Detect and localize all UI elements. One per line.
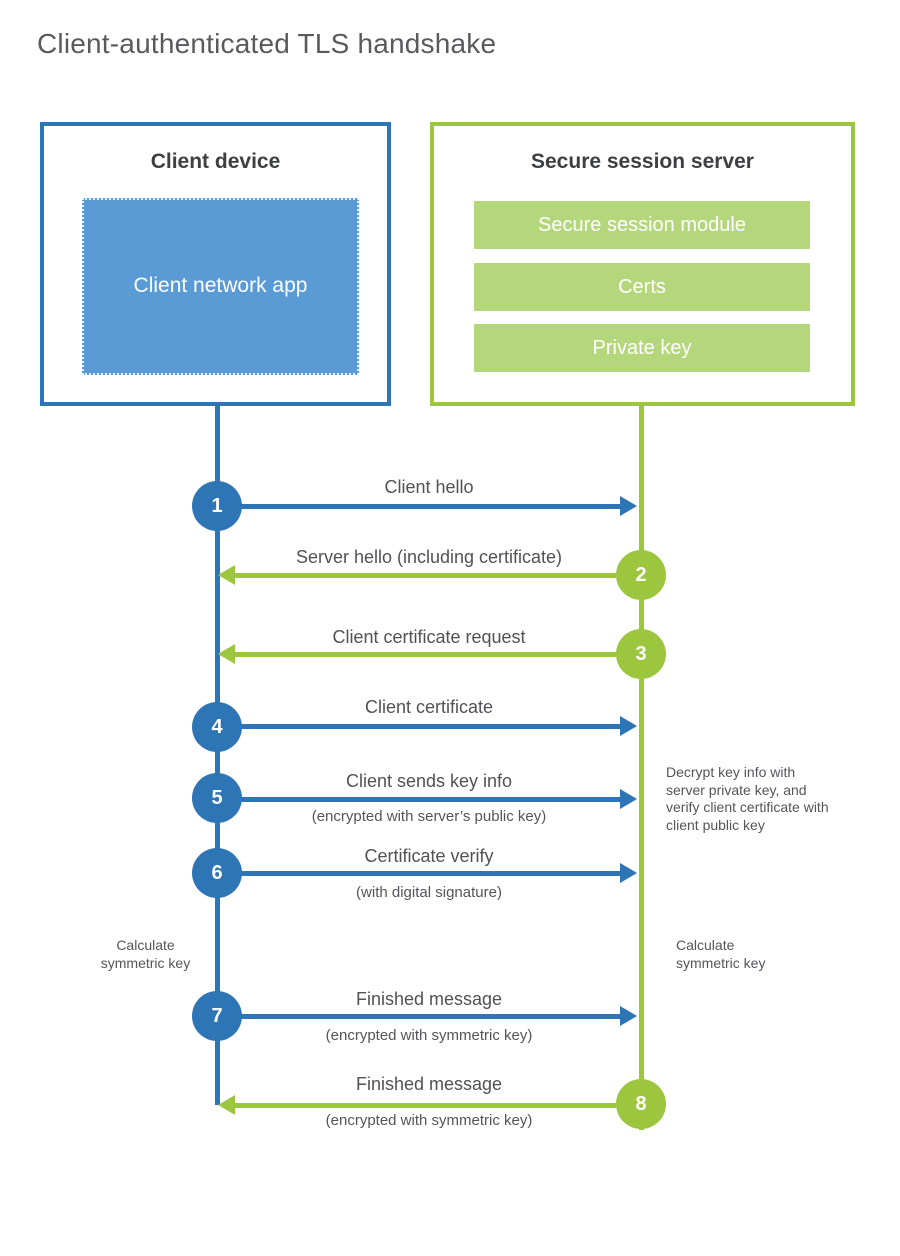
step-6-badge: 6 — [192, 848, 242, 898]
step-8-badge: 8 — [616, 1079, 666, 1129]
arrowhead-right-icon — [620, 496, 637, 516]
step-6-arrow-right-icon — [240, 863, 637, 883]
step-5-arrow-right-icon — [240, 789, 637, 809]
step-6-label: Certificate verify — [364, 846, 494, 866]
client-calculate-symmetric-key-note: Calculate symmetric key — [100, 937, 191, 972]
arrowhead-left-icon — [218, 1095, 235, 1115]
step-7-sublabel: (encrypted with symmetric key) — [325, 1027, 533, 1044]
arrowhead-left-icon — [218, 565, 235, 585]
server-module-certs: Certs — [474, 263, 810, 311]
step-2-label: Server hello (including certificate) — [295, 547, 563, 567]
step-1-label: Client hello — [384, 477, 474, 497]
server-decrypt-note: Decrypt key info with server private key… — [666, 764, 829, 833]
step-7-label: Finished message — [355, 989, 503, 1009]
step-7-arrow-right-icon — [240, 1006, 637, 1026]
step-5-sublabel: (encrypted with server’s public key) — [311, 808, 547, 825]
step-5-label: Client sends key info — [345, 771, 513, 791]
arrowhead-right-icon — [620, 863, 637, 883]
client-device-box: Client device Client network app — [40, 122, 391, 406]
step-8-arrow-left-icon — [218, 1095, 616, 1115]
server-module-private-key: Private key — [474, 324, 810, 372]
client-network-app-label: Client network app — [133, 274, 308, 298]
step-4-badge: 4 — [192, 702, 242, 752]
server-calculate-symmetric-key-note: Calculate symmetric key — [676, 937, 766, 972]
step-1-badge: 1 — [192, 481, 242, 531]
step-4-label: Client certificate — [364, 697, 494, 717]
arrowhead-left-icon — [218, 644, 235, 664]
arrowhead-right-icon — [620, 1006, 637, 1026]
step-2-badge: 2 — [616, 550, 666, 600]
step-3-arrow-left-icon — [218, 644, 616, 664]
step-1-arrow-right-icon — [240, 496, 637, 516]
arrowhead-right-icon — [620, 716, 637, 736]
step-3-badge: 3 — [616, 629, 666, 679]
server-lifeline — [639, 404, 644, 1130]
client-device-title: Client device — [150, 150, 281, 173]
secure-session-server-box: Secure session server Secure session mod… — [430, 122, 855, 406]
step-7-badge: 7 — [192, 991, 242, 1041]
step-3-label: Client certificate request — [332, 627, 526, 647]
server-title: Secure session server — [531, 150, 754, 173]
arrowhead-right-icon — [620, 789, 637, 809]
server-module-secure-session-module: Secure session module — [474, 201, 810, 249]
step-8-label: Finished message — [355, 1074, 503, 1094]
client-lifeline — [215, 404, 220, 1105]
step-2-arrow-left-icon — [218, 565, 616, 585]
step-8-sublabel: (encrypted with symmetric key) — [325, 1112, 533, 1129]
step-5-badge: 5 — [192, 773, 242, 823]
client-network-app-box: Client network app — [82, 198, 359, 375]
page-title: Client-authenticated TLS handshake — [37, 28, 497, 59]
step-6-sublabel: (with digital signature) — [356, 884, 502, 901]
step-4-arrow-right-icon — [240, 716, 637, 736]
